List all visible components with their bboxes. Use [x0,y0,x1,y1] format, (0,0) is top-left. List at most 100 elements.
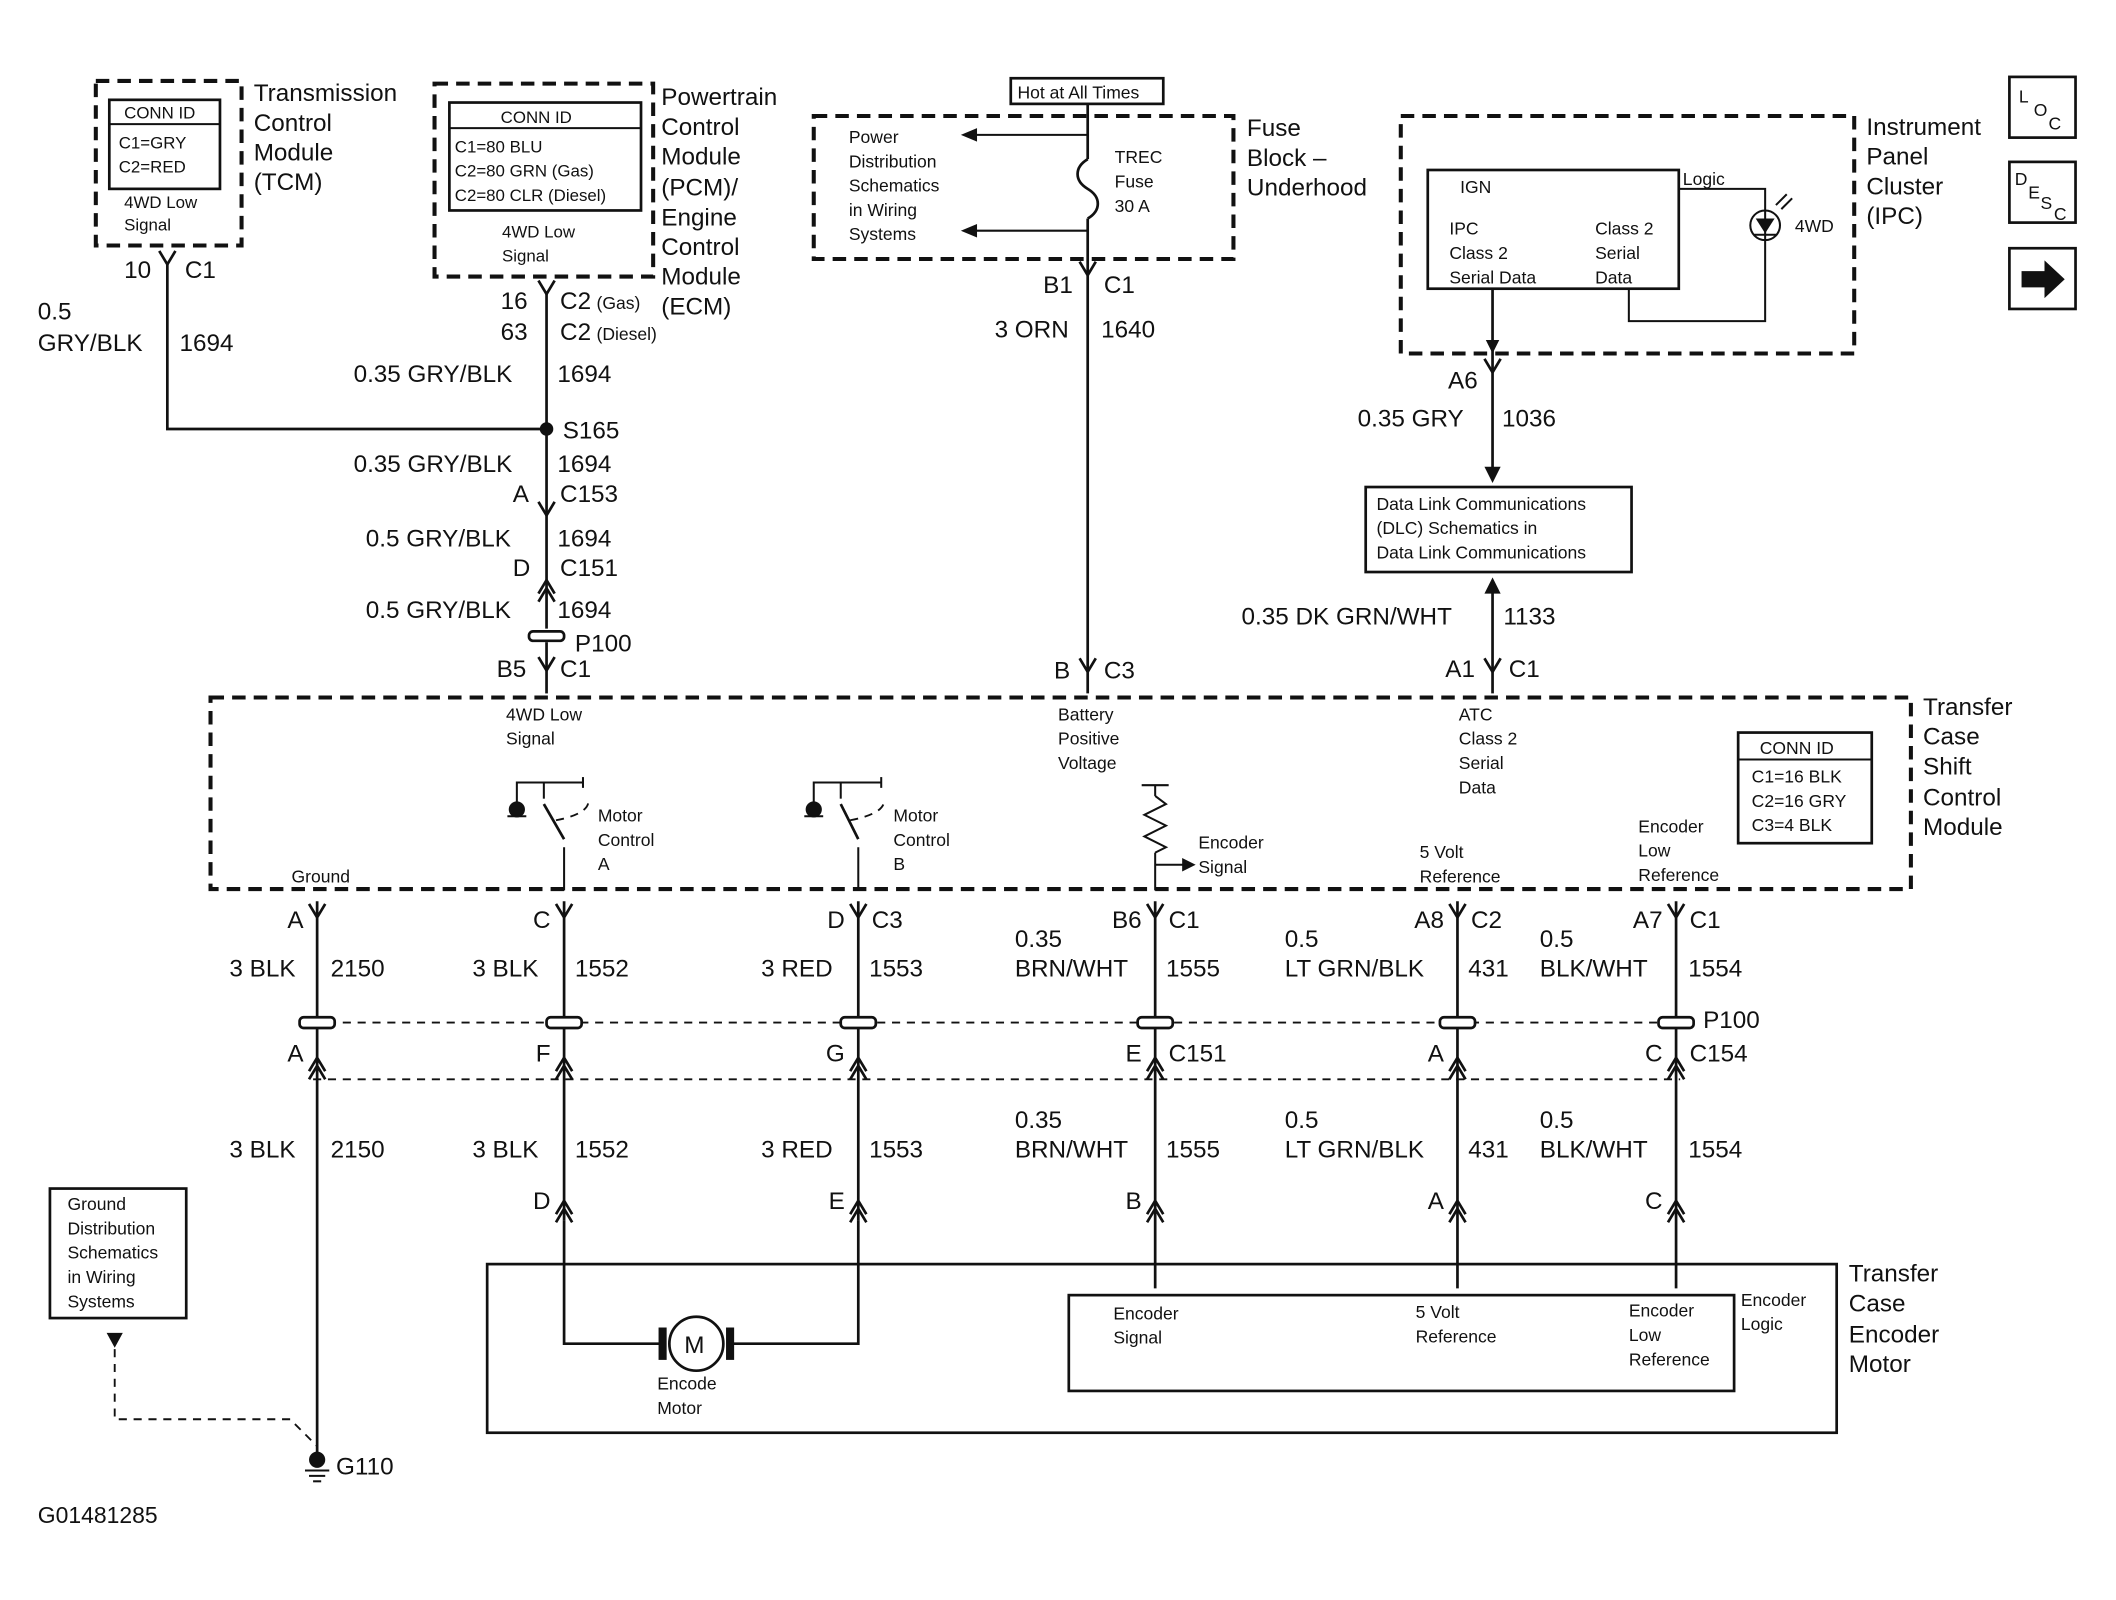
pcm-conn-diesel: C2 [560,319,591,346]
circuit-label: 1553 [869,956,923,983]
p100-passthrough [839,1015,878,1030]
connector-id: C3 [1104,658,1135,685]
circuit-label: 1694 [557,525,611,552]
motor-control-a-label: A [598,854,610,874]
circuit-label: 2150 [331,1137,385,1164]
wire-gauge: 0.5 [1540,1107,1574,1134]
pcm-name: Control [661,234,739,261]
ipc-module: IGN Logic IPC Class 2 Serial Data Class … [1398,114,1981,356]
wire-color: 3 BLK [229,956,295,983]
circuit-label: 1694 [557,597,611,624]
fuse-block-name: Underhood [1247,175,1367,202]
circuit-label: 431 [1468,956,1509,983]
connector-pin-mark [849,1063,868,1080]
motor-control-a-label: Motor [598,806,643,826]
4wd-lamp-icon [1749,209,1782,242]
connector-pin-mark [1666,1206,1686,1223]
pin-function-label: Class 2 [1459,729,1517,749]
next-button[interactable] [2008,246,2077,311]
main-1694-wire: 0.35 GRY/BLK 1694 S165 0.35 GRY/BLK 1694… [354,294,632,694]
circuit-label: 1036 [1502,405,1556,432]
ground-dist-text: in Wiring [67,1267,135,1287]
pcm-pin-diesel: 63 [501,319,528,346]
connector-id: C154 [1690,1041,1748,1068]
connector-pin: B [1054,658,1070,685]
encoder-signal-label: Signal [1198,857,1247,877]
tcm-conn-line: C1=GRY [119,133,187,152]
enc-low-ref-label: Reference [1638,865,1719,885]
ipc-logic-label: Logic [1683,169,1725,189]
encoder-box-label: Encoder [1113,1303,1178,1323]
5v-ref-label: Reference [1420,866,1501,886]
encoder-box-label: Reference [1629,1349,1710,1369]
connector-pin: A8 [1414,907,1444,934]
wire-color: LT GRN/BLK [1285,1137,1424,1164]
fuse-label: Fuse [1115,172,1154,192]
tcscm-conn-title: CONN ID [1760,738,1834,758]
fuse-symbol [1076,158,1100,220]
connector-pin-mark [554,1055,574,1072]
tcm-name: Transmission [254,80,397,107]
connector-pin-mark [1666,1055,1686,1072]
connector-pin: A [1428,1188,1445,1215]
ipc-name: (IPC) [1866,203,1923,230]
motor-control-b-switch: Motor Control B [804,777,950,891]
desc-button[interactable]: D E S C [2008,160,2077,224]
motor-control-a-label: Control [598,830,655,850]
circuit-label: 1555 [1166,1137,1220,1164]
connector-pin: C [533,907,551,934]
ground-dist-text: Schematics [67,1243,158,1263]
tcm-wire [165,264,547,431]
fuse-wire-1640: B1 C1 3 ORN 1640 B C3 [995,259,1155,694]
tcm-pin: 10 [124,257,151,284]
ground-distribution: Ground Distribution Schematics in Wiring… [48,1187,394,1483]
tcm-name: Control [254,110,332,137]
connector-pin: A1 [1445,656,1475,683]
circuit-label: 1133 [1503,604,1555,631]
wire-color: LT GRN/BLK [1285,956,1424,983]
connector-id: C1 [1104,272,1135,299]
wire-gauge: 0.35 [1015,926,1062,953]
wire-color: 3 BLK [472,1137,538,1164]
connector-pin-mark [1145,1063,1165,1080]
p100-label: P100 [575,631,632,658]
motor-control-b-label: B [893,854,905,874]
connector-pin-mark [1666,1198,1686,1215]
encoder-motor-name: Transfer [1849,1261,1938,1288]
connector-pin-mark [849,1055,868,1072]
pin-function-label: Data [1459,777,1496,797]
power-dist-text: Systems [849,224,916,244]
encoder-box-label: 5 Volt [1416,1302,1460,1322]
connector-pin-mark [307,903,327,921]
tcscm-name: Case [1923,724,1980,751]
motor-control-b-label: Control [893,830,950,850]
tcm-conn: C1 [185,257,216,284]
5v-ref-label: 5 Volt [1420,842,1464,862]
wire-label: 0.35 GRY [1358,405,1464,432]
connector-pin-mark [1145,1198,1165,1215]
connector-pin: B6 [1112,907,1142,934]
connector-pin-mark [849,1198,868,1215]
circuit-label: 2150 [331,956,385,983]
pcm-name: Control [661,114,739,141]
tcm-wire-color: GRY/BLK [38,330,143,357]
ground-dist-text: Systems [67,1291,134,1311]
connector-id: C1 [1509,656,1540,683]
wire-color: 3 RED [761,1137,832,1164]
encoder-resistor: Encoder Signal [1141,784,1264,891]
connector-pin-mark [1448,1198,1467,1215]
ground-label: Ground [291,866,349,886]
ipc-serial-text: IPC [1449,219,1478,239]
tcm-connector: 10 C1 0.5 GRY/BLK 1694 [38,250,233,357]
wire-color: 3 BLK [472,956,538,983]
loc-button[interactable]: L O C [2008,75,2077,139]
p100-passthrough [1657,1015,1695,1030]
pcm-module: CONN ID C1=80 BLU C2=80 GRN (Gas) C2=80 … [432,81,777,320]
encoder-box-label: Encoder [1629,1301,1694,1321]
wire-gauge: 0.5 [1285,1107,1319,1134]
desc-icon-s: S [2040,193,2052,213]
fuse-label: TREC [1115,147,1163,167]
ipc-serial-text: Data [1595,267,1632,287]
fuse-block-name: Block – [1247,145,1327,172]
